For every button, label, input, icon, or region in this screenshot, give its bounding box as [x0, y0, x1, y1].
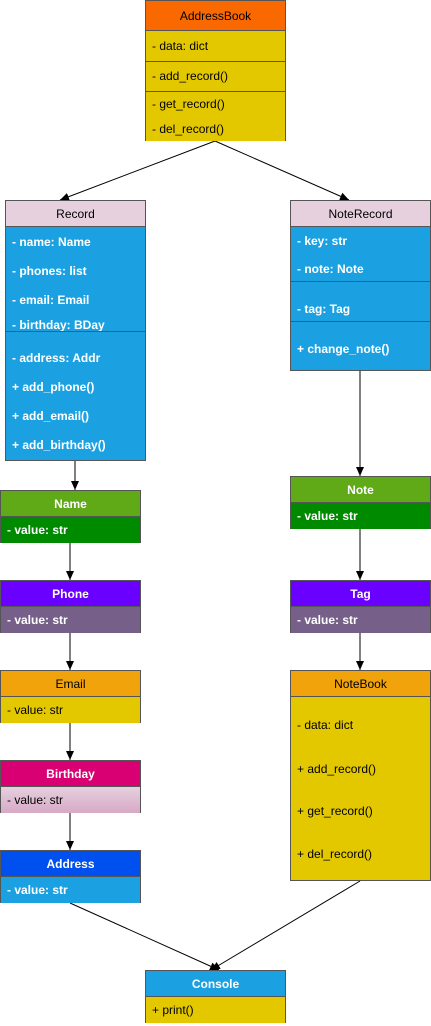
- noterecord-row-tag: - tag: Tag: [297, 302, 351, 316]
- name-class[interactable]: Name - value: str: [0, 490, 141, 543]
- tag-class[interactable]: Tag - value: str: [290, 580, 431, 633]
- record-row-birthday: - birthday: BDay: [12, 318, 105, 332]
- addressbook-divider: [146, 91, 285, 92]
- birthday-header: Birthday: [1, 761, 140, 787]
- address-class[interactable]: Address - value: str: [0, 850, 141, 903]
- edge-addressbook-record: [59, 140, 216, 201]
- note-row-value: - value: str: [291, 503, 430, 529]
- birthday-row-value: - value: str: [1, 787, 140, 813]
- record-header: Record: [6, 201, 145, 227]
- notebook-row-del: + del_record(): [297, 847, 373, 861]
- email-header: Email: [1, 671, 140, 697]
- address-row-value: - value: str: [1, 877, 140, 903]
- addressbook-header: AddressBook: [146, 1, 285, 31]
- record-row-name: - name: Name: [12, 234, 91, 249]
- record-class[interactable]: Record - name: Name - phones: list - ema…: [5, 200, 146, 461]
- record-row-add-birthday: + add_birthday(): [12, 437, 106, 452]
- addressbook-row-del: - del_record(): [146, 116, 285, 141]
- addressbook-divider: [146, 61, 285, 62]
- noterecord-row-note: - note: Note: [297, 262, 364, 276]
- record-row-add-email: + add_email(): [12, 408, 90, 423]
- noterecord-row-key: - key: str: [297, 234, 348, 248]
- edge-notebook-console: [210, 880, 361, 971]
- console-header: Console: [146, 971, 285, 997]
- noterecord-header: NoteRecord: [291, 201, 430, 227]
- phone-row-value: - value: str: [1, 607, 140, 633]
- noterecord-class[interactable]: NoteRecord - key: str - note: Note - tag…: [290, 200, 431, 371]
- email-class[interactable]: Email - value: str: [0, 670, 141, 723]
- addressbook-row-data: - data: dict: [146, 31, 285, 61]
- noterecord-row-change-note: + change_note(): [297, 342, 390, 356]
- notebook-class[interactable]: NoteBook - data: dict + add_record() + g…: [290, 670, 431, 881]
- birthday-class[interactable]: Birthday - value: str: [0, 760, 141, 813]
- record-row-add-phone: + add_phone(): [12, 379, 95, 394]
- name-header: Name: [1, 491, 140, 517]
- noterecord-divider: [291, 321, 430, 322]
- email-row-value: - value: str: [1, 697, 140, 723]
- notebook-row-data: - data: dict: [297, 718, 354, 732]
- addressbook-row-get: - get_record(): [146, 91, 285, 116]
- addressbook-class[interactable]: AddressBook - data: dict - add_record() …: [145, 0, 286, 141]
- notebook-row-add: + add_record(): [297, 762, 377, 776]
- notebook-header: NoteBook: [291, 671, 430, 697]
- record-row-phones: - phones: list: [12, 263, 87, 278]
- record-row-address: - address: Addr: [12, 350, 101, 365]
- record-divider: [6, 331, 145, 332]
- addressbook-row-add: - add_record(): [146, 61, 285, 91]
- record-row-email: - email: Email: [12, 292, 90, 307]
- note-header: Note: [291, 477, 430, 503]
- edge-addressbook-noterecord: [214, 140, 350, 201]
- tag-header: Tag: [291, 581, 430, 607]
- edge-address-console: [69, 902, 220, 971]
- notebook-row-get: + get_record(): [297, 804, 373, 818]
- console-class[interactable]: Console + print(): [145, 970, 286, 1023]
- phone-header: Phone: [1, 581, 140, 607]
- name-row-value: - value: str: [1, 517, 140, 543]
- noterecord-divider: [291, 281, 430, 282]
- tag-row-value: - value: str: [291, 607, 430, 633]
- console-row-print: + print(): [146, 997, 285, 1023]
- note-class[interactable]: Note - value: str: [290, 476, 431, 529]
- phone-class[interactable]: Phone - value: str: [0, 580, 141, 633]
- address-header: Address: [1, 851, 140, 877]
